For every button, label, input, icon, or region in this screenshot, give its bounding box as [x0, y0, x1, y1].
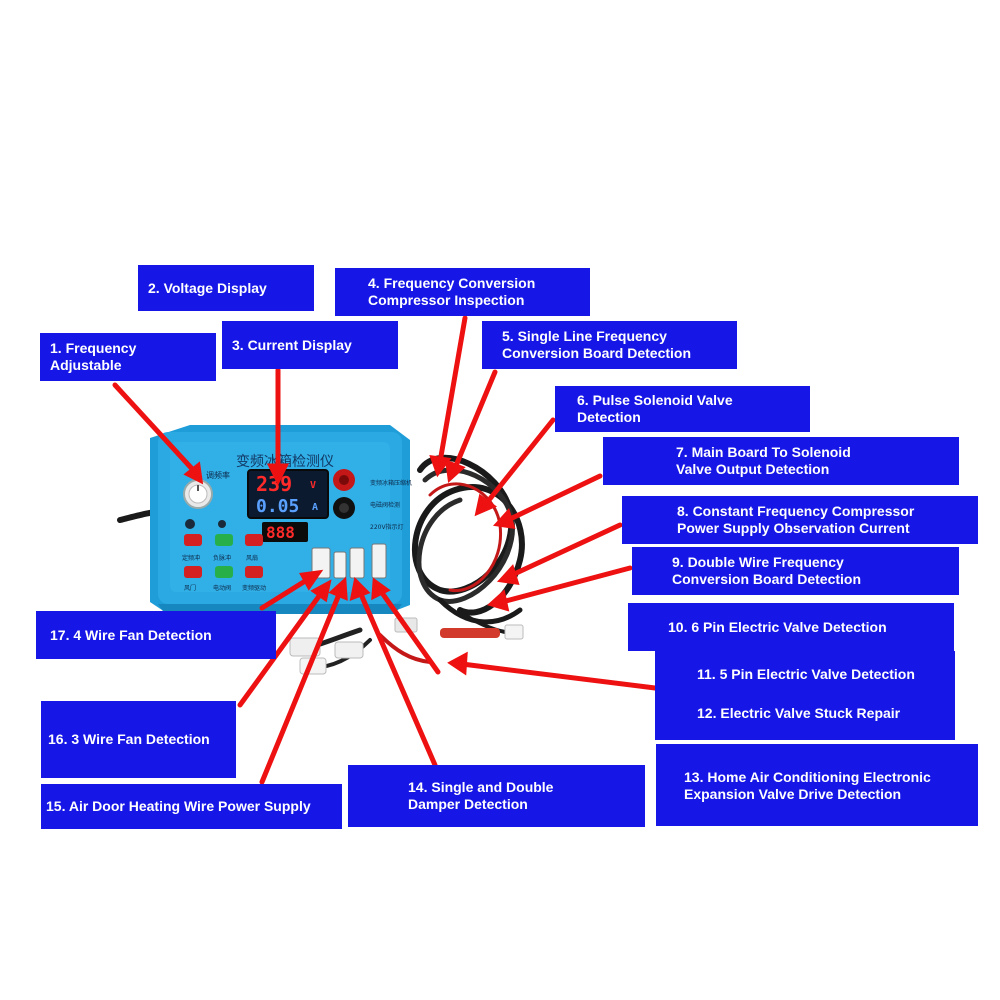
button-label-1: 定频冲: [182, 554, 200, 562]
arrow-1: [112, 382, 198, 475]
button-1[interactable]: [184, 534, 202, 546]
arrow-9-head: [486, 589, 510, 612]
arrow-6: [482, 417, 556, 508]
arrow-5-head: [444, 459, 466, 484]
cable-bundle: [117, 454, 525, 670]
frequency-readout: 888: [266, 523, 295, 542]
function-buttons: [184, 519, 263, 578]
button-5[interactable]: [215, 566, 233, 578]
arrow-14: [357, 589, 438, 768]
arrow-11b: [377, 587, 441, 675]
button-label-3: 风扇: [246, 554, 258, 562]
label-5-pin-valve-group: 11. 5 Pin Electric Valve Detection 12. E…: [655, 651, 955, 740]
callout-arrows: [112, 315, 658, 785]
label-4-wire-fan: 17. 4 Wire Fan Detection: [36, 611, 276, 659]
frequency-knob[interactable]: [183, 479, 213, 509]
knob-label: 调频率: [206, 470, 230, 480]
arrow-16-head: [310, 579, 332, 603]
label-3-wire-fan: 16. 3 Wire Fan Detection: [41, 701, 236, 778]
button-2[interactable]: [215, 534, 233, 546]
binding-posts: [333, 469, 355, 519]
button-label-5: 电动阀: [213, 584, 231, 592]
button-label-4: 风门: [184, 584, 196, 592]
label-valve-stuck-repair: 12. Electric Valve Stuck Repair: [697, 705, 901, 721]
label-air-door-heating: 15. Air Door Heating Wire Power Supply: [41, 784, 342, 829]
arrow-3-head: [266, 463, 290, 486]
button-6[interactable]: [245, 566, 263, 578]
label-voltage-display: 2. Voltage Display: [138, 265, 314, 311]
arrow-11: [459, 661, 658, 691]
arrow-11-head: [447, 651, 468, 676]
label-frequency-adjustable: 1. Frequency Adjustable: [40, 333, 216, 381]
voltage-unit: V: [310, 480, 316, 491]
label-6-pin-valve: 10. 6 Pin Electric Valve Detection: [628, 603, 954, 651]
device-title: 变频冰箱检测仪: [236, 454, 334, 470]
arrow-14-head: [349, 576, 371, 601]
meter-panel: [247, 469, 329, 519]
button-label-6: 变频驱动: [242, 584, 266, 592]
right-label-3: 220V指示灯: [370, 523, 404, 531]
right-label-1: 变频冰箱压缩机: [370, 479, 412, 487]
arrow-17: [259, 575, 313, 611]
button-3[interactable]: [245, 534, 263, 546]
button-4[interactable]: [184, 566, 202, 578]
arrow-11b-head: [371, 577, 391, 601]
arrow-8: [509, 522, 623, 578]
connector-ports: [311, 543, 387, 579]
label-5-pin-valve: 11. 5 Pin Electric Valve Detection: [697, 666, 915, 682]
right-label-2: 电磁阀检测: [370, 501, 400, 509]
button-label-2: 负脉冲: [213, 554, 231, 562]
arrow-1-head: [183, 461, 204, 485]
current-readout: 0.05: [256, 496, 299, 517]
arrow-4-head: [429, 454, 452, 478]
arrow-7: [505, 473, 603, 523]
arrow-15: [259, 589, 343, 785]
frequency-led-display: [262, 522, 308, 542]
arrow-5: [452, 369, 498, 471]
arrow-4: [437, 315, 468, 465]
current-unit: A: [312, 502, 318, 513]
arrow-9: [499, 565, 633, 605]
arrow-17-head: [299, 569, 324, 591]
arrow-16: [237, 589, 325, 708]
arrow-8-head: [496, 564, 520, 586]
arrow-7-head: [492, 508, 516, 530]
arrow-6-head: [474, 493, 498, 517]
arrow-15-head: [328, 576, 348, 601]
label-current-display: 3. Current Display: [222, 321, 398, 369]
